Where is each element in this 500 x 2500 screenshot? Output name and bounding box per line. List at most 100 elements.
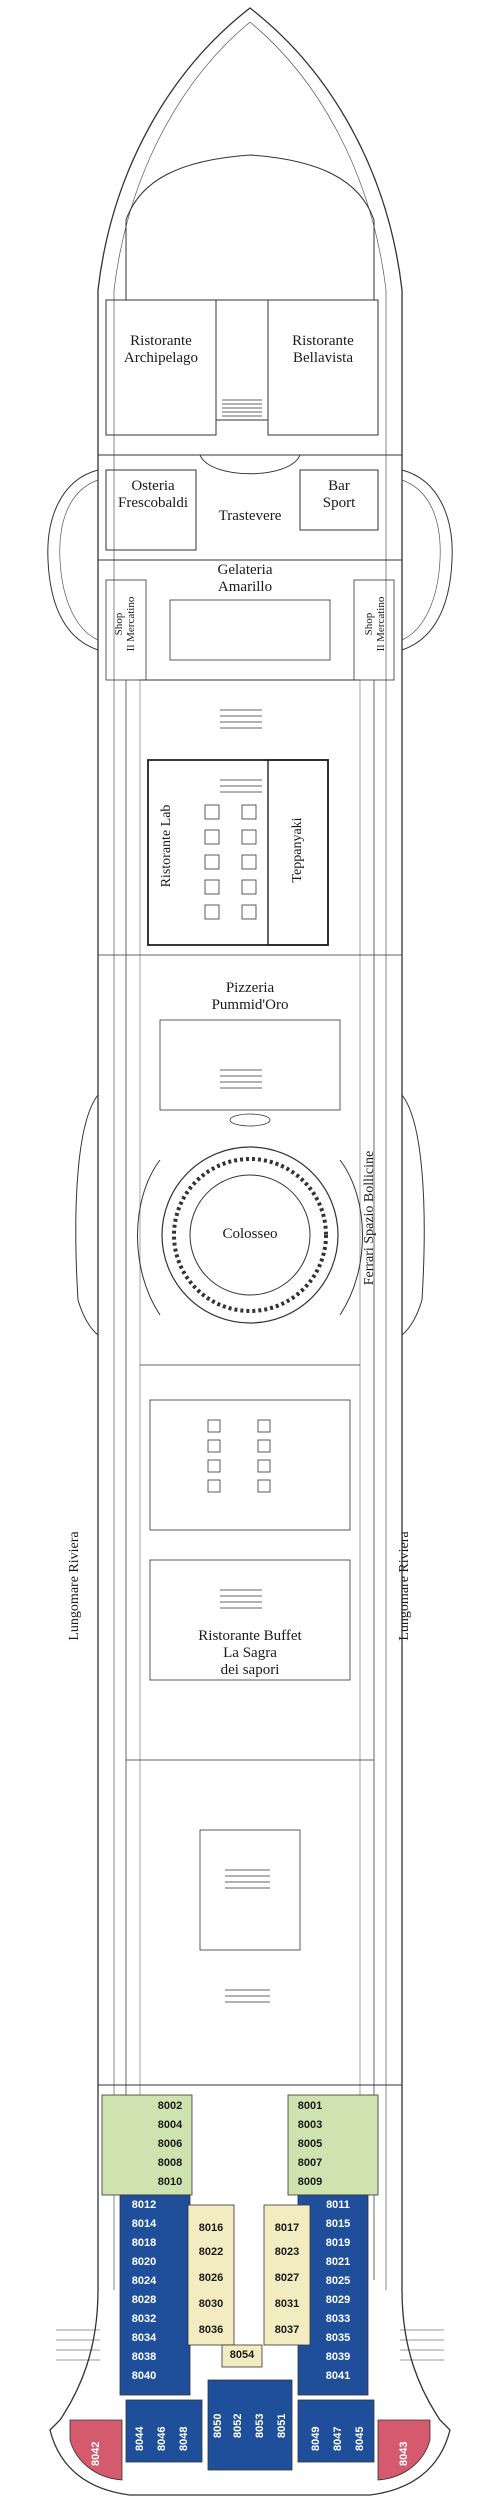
- cabin-8010[interactable]: 8010: [157, 2176, 183, 2188]
- label-bar-sport: Bar Sport: [322, 478, 356, 511]
- cabin-8029[interactable]: 8029: [325, 2294, 351, 2306]
- colosseo-inner: [189, 1174, 311, 1296]
- cabin-8004[interactable]: 8004: [157, 2119, 183, 2131]
- bow-structure: [125, 154, 375, 301]
- label-lungomare-right: Lungomare Riviera: [397, 1531, 412, 1641]
- stair-mid: [220, 1589, 262, 1609]
- cabin-8016[interactable]: 8016: [198, 2222, 224, 2234]
- gelateria-block: [169, 599, 331, 661]
- cabin-8033[interactable]: 8033: [325, 2313, 351, 2325]
- hull-inner-right: [249, 21, 387, 2290]
- cabin-8052[interactable]: 8052: [232, 2413, 244, 2438]
- label-ristorante-archipelago: Ristorante Archipelago: [123, 333, 199, 366]
- cabin-8025[interactable]: 8025: [325, 2275, 351, 2287]
- cabin-block-stern-right: [297, 2399, 375, 2463]
- side-balcony-left-2: [75, 1094, 99, 1336]
- cabin-8050[interactable]: 8050: [212, 2413, 224, 2438]
- cabin-8038[interactable]: 8038: [131, 2351, 157, 2363]
- cabin-8039[interactable]: 8039: [325, 2351, 351, 2363]
- cabin-8009[interactable]: 8009: [297, 2176, 323, 2188]
- cabin-8054[interactable]: 8054: [229, 2349, 255, 2361]
- cabin-8035[interactable]: 8035: [325, 2332, 351, 2344]
- cabin-block-center: [207, 2379, 293, 2471]
- side-balcony-right-1b: [401, 479, 441, 641]
- cabin-8026[interactable]: 8026: [198, 2272, 224, 2284]
- cabin-block-pink-left: [69, 2419, 123, 2481]
- cabin-8019[interactable]: 8019: [325, 2237, 351, 2249]
- label-gelateria-amarillo: Gelateria Amarillo: [217, 562, 273, 595]
- buffet-block: [149, 1559, 351, 1681]
- cabin-8024[interactable]: 8024: [131, 2275, 157, 2287]
- label-colosseo: Colosseo: [222, 1226, 278, 1242]
- cabin-8001[interactable]: 8001: [297, 2100, 323, 2112]
- cabin-8032[interactable]: 8032: [131, 2313, 157, 2325]
- side-balcony-right-2: [401, 1094, 425, 1336]
- cabin-8017[interactable]: 8017: [274, 2222, 300, 2234]
- cabin-8028[interactable]: 8028: [131, 2294, 157, 2306]
- cabin-8008[interactable]: 8008: [157, 2157, 183, 2169]
- cabin-8018[interactable]: 8018: [131, 2237, 157, 2249]
- cabin-8031[interactable]: 8031: [274, 2298, 300, 2310]
- cabin-8027[interactable]: 8027: [274, 2272, 300, 2284]
- stern-balcony-lines: [56, 2329, 444, 2361]
- mid-block: [149, 1399, 351, 1531]
- cabin-8047[interactable]: 8047: [332, 2426, 344, 2451]
- cabin-8044[interactable]: 8044: [134, 2426, 146, 2451]
- hull-inner: [113, 21, 251, 2290]
- cabin-8007[interactable]: 8007: [297, 2157, 323, 2169]
- cabin-8006[interactable]: 8006: [157, 2138, 183, 2150]
- cabin-block-green-left: [101, 2094, 193, 2196]
- label-osteria-frescobaldi: Osteria Frescobaldi: [118, 478, 188, 511]
- cabin-8020[interactable]: 8020: [131, 2256, 157, 2268]
- colosseo-ring: [172, 1157, 328, 1313]
- cabin-8042[interactable]: 8042: [90, 2441, 102, 2466]
- cabin-block-blue-left: [119, 2194, 191, 2396]
- cabin-8030[interactable]: 8030: [198, 2298, 224, 2310]
- cabin-8040[interactable]: 8040: [131, 2370, 157, 2382]
- cabin-8021[interactable]: 8021: [325, 2256, 351, 2268]
- cabin-8023[interactable]: 8023: [274, 2246, 300, 2258]
- cabin-8046[interactable]: 8046: [156, 2426, 168, 2451]
- restaurant-archipelago-room: [105, 299, 217, 436]
- cabin-8005[interactable]: 8005: [297, 2138, 323, 2150]
- cabin-8037[interactable]: 8037: [274, 2324, 300, 2336]
- cabin-8041[interactable]: 8041: [325, 2370, 351, 2382]
- cabin-8053[interactable]: 8053: [254, 2413, 266, 2438]
- colosseo-outer: [161, 1146, 339, 1324]
- cabin-8045[interactable]: 8045: [354, 2426, 366, 2451]
- theatre-arc-left: [137, 1159, 161, 1316]
- stair-aft: [225, 1869, 270, 2003]
- pizzeria-dome: [229, 1113, 271, 1127]
- cabin-8051[interactable]: 8051: [276, 2413, 288, 2438]
- cabin-8036[interactable]: 8036: [198, 2324, 224, 2336]
- cabin-8003[interactable]: 8003: [297, 2119, 323, 2131]
- label-lungomare-left: Lungomare Riviera: [67, 1531, 82, 1641]
- cabin-8049[interactable]: 8049: [310, 2426, 322, 2451]
- cabin-8002[interactable]: 8002: [157, 2100, 183, 2112]
- stair-pizzeria: [220, 1069, 262, 1089]
- cabin-8022[interactable]: 8022: [198, 2246, 224, 2258]
- hull-outline: [49, 7, 451, 2496]
- cabin-8015[interactable]: 8015: [325, 2218, 351, 2230]
- cabin-8043[interactable]: 8043: [398, 2441, 410, 2466]
- cabin-8012[interactable]: 8012: [131, 2199, 157, 2211]
- label-teppanyaki: Teppanyaki: [290, 817, 305, 883]
- label-trastevere: Trastevere: [218, 508, 282, 524]
- side-balcony-right-1: [401, 469, 453, 651]
- cabin-block-green-right: [287, 2094, 379, 2196]
- label-ristorante-lab: Ristorante Lab: [159, 804, 174, 888]
- lab-stations: [204, 804, 257, 920]
- stair-top: [222, 399, 262, 417]
- label-pizzeria-pummidoro: Pizzeria Pummid'Oro: [211, 980, 289, 1013]
- cabin-8011[interactable]: 8011: [326, 2199, 350, 2211]
- side-balcony-left-1b: [59, 479, 99, 641]
- central-galley: [215, 299, 269, 421]
- cabin-8014[interactable]: 8014: [131, 2218, 157, 2230]
- cabin-block-cream-right: [263, 2204, 311, 2346]
- label-shop-right: Shop Il Mercatino: [363, 596, 387, 652]
- cabin-8034[interactable]: 8034: [131, 2332, 157, 2344]
- stair-lab: [220, 709, 262, 793]
- osteria-room: [105, 469, 197, 551]
- cabin-8048[interactable]: 8048: [178, 2426, 190, 2451]
- barsport-room: [299, 469, 379, 531]
